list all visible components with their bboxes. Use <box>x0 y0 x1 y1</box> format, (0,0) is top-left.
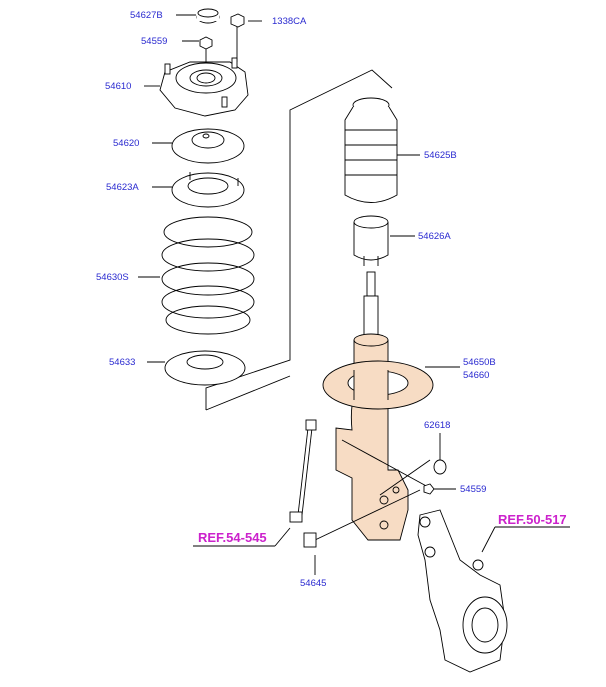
part-label-54610[interactable]: 54610 <box>105 81 132 92</box>
part-label-54633[interactable]: 54633 <box>109 357 136 368</box>
coil-spring <box>161 216 255 335</box>
part-label-54650B[interactable]: 54650B <box>463 357 496 368</box>
part-label-54559-bottom[interactable]: 54559 <box>460 484 487 495</box>
part-label-54559-top[interactable]: 54559 <box>141 36 168 47</box>
part-label-1338CA[interactable]: 1338CA <box>272 16 307 27</box>
leader-lines <box>138 14 570 575</box>
part-label-54627B[interactable]: 54627B <box>130 10 163 21</box>
ref-link-50-517[interactable]: REF.50-517 <box>498 512 567 527</box>
part-label-54620[interactable]: 54620 <box>113 138 140 149</box>
strut-assembly <box>322 271 434 541</box>
top-mount-parts <box>159 8 249 208</box>
part-label-54645[interactable]: 54645 <box>300 578 327 589</box>
part-label-54626A[interactable]: 54626A <box>418 231 451 242</box>
ref-link-54-545[interactable]: REF.54-545 <box>198 530 267 545</box>
part-label-54625B[interactable]: 54625B <box>424 150 457 161</box>
dust-boot <box>344 97 398 266</box>
stabilizer-link <box>289 419 317 523</box>
steering-knuckle <box>417 509 508 673</box>
part-label-54660[interactable]: 54660 <box>463 370 490 381</box>
part-label-54630S[interactable]: 54630S <box>96 272 129 283</box>
part-label-62618[interactable]: 62618 <box>424 420 451 431</box>
part-label-54623A[interactable]: 54623A <box>106 182 139 193</box>
